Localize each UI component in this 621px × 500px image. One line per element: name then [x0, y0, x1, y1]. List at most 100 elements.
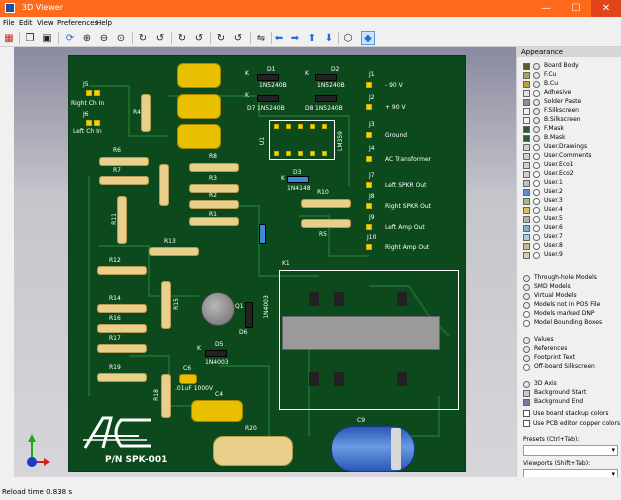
menu-file[interactable]: File [3, 19, 15, 27]
capacitor-top-3 [177, 124, 221, 149]
value-d5: 1N4003 [205, 359, 229, 366]
rotate-x-ccw-icon[interactable]: ↺ [155, 32, 165, 44]
menu-edit[interactable]: Edit [19, 19, 33, 27]
visibility-icon[interactable] [533, 225, 540, 232]
orthographic-icon[interactable]: ⬡ [343, 32, 353, 44]
visibility-icon[interactable] [533, 162, 540, 169]
minimize-button[interactable]: — [541, 3, 551, 14]
swatch[interactable] [523, 108, 530, 115]
visibility-icon[interactable] [533, 126, 540, 133]
visibility-icon[interactable] [523, 320, 530, 327]
swatch[interactable] [523, 399, 530, 406]
value-c6: .01uF 1000V [175, 385, 214, 392]
swatch[interactable] [523, 135, 530, 142]
visibility-icon[interactable] [533, 63, 540, 70]
visibility-icon[interactable] [533, 180, 540, 187]
pad-j8 [366, 203, 372, 209]
swatch[interactable] [523, 81, 530, 88]
move-up-icon[interactable]: ⬆ [307, 32, 317, 44]
relay-pin-4 [309, 372, 319, 386]
visibility-icon[interactable] [533, 189, 540, 196]
visibility-icon[interactable] [533, 144, 540, 151]
reload-icon[interactable]: ⟳ [65, 32, 75, 44]
visibility-icon[interactable] [523, 302, 530, 309]
swatch[interactable] [523, 198, 530, 205]
visibility-icon[interactable] [523, 346, 530, 353]
visibility-icon[interactable] [533, 81, 540, 88]
swatch[interactable] [523, 216, 530, 223]
swatch[interactable] [523, 126, 530, 133]
3d-canvas[interactable]: J5 Right Ch In J6 Left Ch In R4 K D1 1N5… [14, 47, 516, 477]
visibility-icon[interactable] [533, 117, 540, 124]
swatch[interactable] [523, 243, 530, 250]
visibility-icon[interactable] [533, 171, 540, 178]
use-pcb-editor-copper-colors[interactable]: Use PCB editor copper colors [523, 420, 620, 427]
visibility-icon[interactable] [523, 284, 530, 291]
ref-d8: D8 [305, 105, 314, 112]
raytrace-icon[interactable]: ▣ [42, 32, 52, 44]
rotate-z-ccw-icon[interactable]: ↺ [233, 32, 243, 44]
swatch[interactable] [523, 180, 530, 187]
visibility-icon[interactable] [533, 99, 540, 106]
swatch[interactable] [523, 153, 530, 160]
visibility-icon[interactable] [523, 293, 530, 300]
visibility-icon[interactable] [533, 90, 540, 97]
swatch[interactable] [523, 171, 530, 178]
swatch[interactable] [523, 63, 530, 70]
move-right-icon[interactable]: ➡ [290, 32, 300, 44]
visibility-icon[interactable] [523, 311, 530, 318]
export-icon[interactable]: ▦ [4, 32, 14, 44]
swatch[interactable] [523, 117, 530, 124]
visibility-icon[interactable] [523, 275, 530, 282]
move-left-icon[interactable]: ⬅ [274, 32, 284, 44]
rotate-z-cw-icon[interactable]: ↻ [216, 32, 226, 44]
swatch[interactable] [523, 234, 530, 241]
visibility-icon[interactable] [533, 207, 540, 214]
resistor-r13 [149, 247, 199, 256]
copy-icon[interactable]: ❐ [25, 32, 35, 44]
visibility-icon[interactable] [533, 135, 540, 142]
visibility-icon[interactable] [533, 252, 540, 259]
menu-help[interactable]: Help [96, 19, 112, 27]
visibility-icon[interactable] [523, 364, 530, 371]
swatch[interactable] [523, 252, 530, 259]
visibility-icon[interactable] [533, 108, 540, 115]
zoom-in-icon[interactable]: ⊕ [82, 32, 92, 44]
presets-select[interactable]: ▾ [523, 445, 618, 456]
pad-j5-1 [86, 90, 92, 96]
visibility-icon[interactable] [533, 234, 540, 241]
visibility-icon[interactable] [533, 243, 540, 250]
layers-manager-icon[interactable]: ◆ [361, 31, 375, 45]
use-board-stackup-colors[interactable]: Use board stackup colors [523, 410, 609, 417]
rotate-y-cw-icon[interactable]: ↻ [177, 32, 187, 44]
ref-r15: R15 [172, 298, 180, 310]
visibility-icon[interactable] [523, 381, 530, 388]
move-down-icon[interactable]: ⬇ [324, 32, 334, 44]
rotate-x-cw-icon[interactable]: ↻ [138, 32, 148, 44]
visibility-icon[interactable] [533, 198, 540, 205]
swatch[interactable] [523, 72, 530, 79]
zoom-out-icon[interactable]: ⊖ [99, 32, 109, 44]
rotate-y-ccw-icon[interactable]: ↺ [194, 32, 204, 44]
checkbox[interactable] [523, 420, 530, 427]
flip-board-icon[interactable]: ⇋ [256, 32, 266, 44]
swatch[interactable] [523, 225, 530, 232]
swatch[interactable] [523, 189, 530, 196]
swatch[interactable] [523, 99, 530, 106]
visibility-icon[interactable] [533, 216, 540, 223]
maximize-button[interactable]: ☐ [571, 3, 581, 14]
visibility-icon[interactable] [523, 355, 530, 362]
swatch[interactable] [523, 390, 530, 397]
close-button[interactable]: ✕ [591, 0, 621, 17]
swatch[interactable] [523, 207, 530, 214]
menu-preferences[interactable]: Preferences [57, 19, 99, 27]
checkbox[interactable] [523, 410, 530, 417]
swatch[interactable] [523, 162, 530, 169]
visibility-icon[interactable] [533, 72, 540, 79]
visibility-icon[interactable] [533, 153, 540, 160]
zoom-fit-icon[interactable]: ⊙ [116, 32, 126, 44]
visibility-icon[interactable] [523, 337, 530, 344]
swatch[interactable] [523, 144, 530, 151]
swatch[interactable] [523, 90, 530, 97]
menu-view[interactable]: View [37, 19, 54, 27]
